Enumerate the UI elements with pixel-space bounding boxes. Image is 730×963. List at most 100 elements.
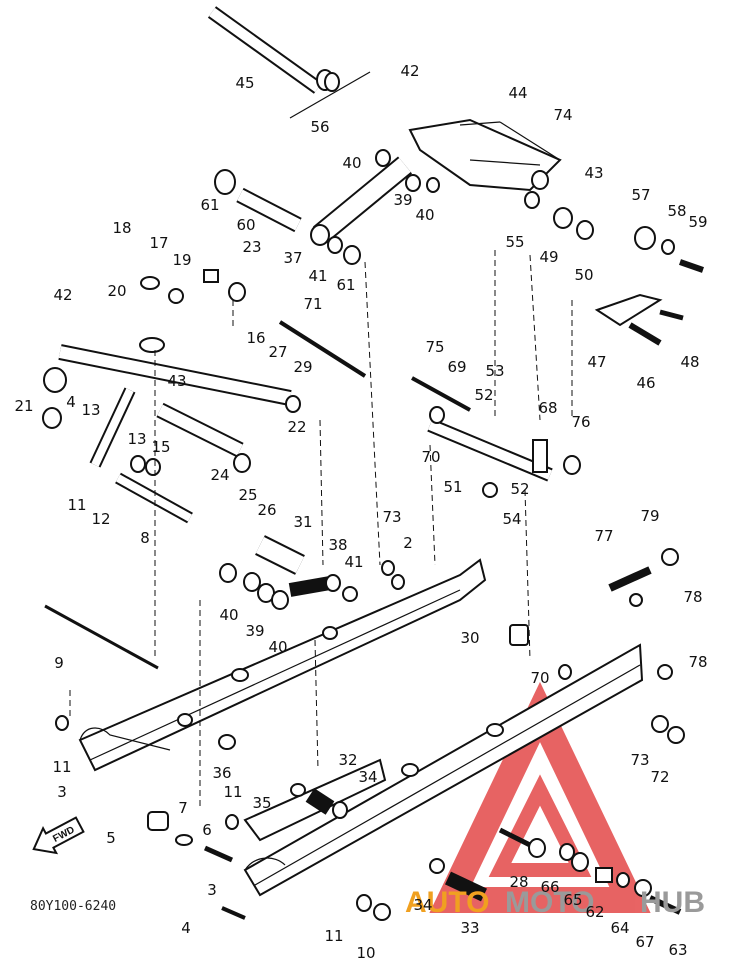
watermark-logo xyxy=(429,681,651,913)
frame-44 xyxy=(408,118,594,240)
callout-50: 50 xyxy=(574,266,593,284)
callout-24: 24 xyxy=(210,466,229,484)
callout-39: 39 xyxy=(245,622,264,640)
callout-40: 40 xyxy=(342,154,361,172)
callout-29: 29 xyxy=(293,358,312,376)
callout-54: 54 xyxy=(502,510,521,528)
callout-3: 3 xyxy=(57,783,67,801)
callout-22: 22 xyxy=(287,418,306,436)
callout-57: 57 xyxy=(631,186,650,204)
callout-40: 40 xyxy=(219,606,238,624)
callout-11: 11 xyxy=(67,496,86,514)
callout-35: 35 xyxy=(252,794,271,812)
callout-56: 56 xyxy=(310,118,329,136)
callout-51: 51 xyxy=(443,478,462,496)
callout-34: 34 xyxy=(413,896,432,914)
front-arm-assembly xyxy=(42,269,367,473)
callout-61: 61 xyxy=(336,276,355,294)
callout-58: 58 xyxy=(667,202,686,220)
callout-32: 32 xyxy=(338,751,357,769)
callout-37: 37 xyxy=(283,249,302,267)
callout-70: 70 xyxy=(530,669,549,687)
callout-6: 6 xyxy=(202,821,212,839)
callout-42: 42 xyxy=(400,62,419,80)
callout-19: 19 xyxy=(172,251,191,269)
callout-11: 11 xyxy=(223,783,242,801)
callout-73: 73 xyxy=(630,751,649,769)
callout-43: 43 xyxy=(167,372,186,390)
callout-76: 76 xyxy=(571,413,590,431)
callout-23: 23 xyxy=(242,238,261,256)
callout-3: 3 xyxy=(207,881,217,899)
callout-53: 53 xyxy=(485,362,504,380)
shaft-45 xyxy=(207,6,371,119)
callout-44: 44 xyxy=(508,84,527,102)
watermark-triangle-inner xyxy=(488,774,592,877)
callout-11: 11 xyxy=(324,927,343,945)
callout-41: 41 xyxy=(344,553,363,571)
callout-52: 52 xyxy=(510,480,529,498)
callout-36: 36 xyxy=(212,764,231,782)
callout-40: 40 xyxy=(268,638,287,656)
callout-46: 46 xyxy=(636,374,655,392)
watermark-text-c: HUB xyxy=(640,886,705,919)
callout-18: 18 xyxy=(112,219,131,237)
callout-30: 30 xyxy=(460,629,479,647)
callout-17: 17 xyxy=(149,234,168,252)
watermark-text: AUTO MOTO HUB xyxy=(405,886,705,919)
callout-59: 59 xyxy=(688,213,707,231)
callout-27: 27 xyxy=(268,343,287,361)
callout-74: 74 xyxy=(553,106,572,124)
callout-15: 15 xyxy=(151,438,170,456)
callout-64: 64 xyxy=(610,919,629,937)
callout-63: 63 xyxy=(668,941,687,959)
callout-45: 45 xyxy=(235,74,254,92)
callout-28: 28 xyxy=(509,873,528,891)
damper-37 xyxy=(310,149,440,265)
slide-rail-left xyxy=(55,558,487,772)
watermark-text-a: AUTO xyxy=(405,886,489,919)
callout-75: 75 xyxy=(425,338,444,356)
callout-13: 13 xyxy=(127,430,146,448)
shock-8 xyxy=(115,455,193,524)
callout-42: 42 xyxy=(53,286,72,304)
callout-78: 78 xyxy=(688,653,707,671)
callout-71: 71 xyxy=(303,295,322,313)
callout-77: 77 xyxy=(594,527,613,545)
small-parts-front xyxy=(147,811,487,921)
callout-10: 10 xyxy=(356,944,375,962)
callout-39: 39 xyxy=(393,191,412,209)
callout-7: 7 xyxy=(178,799,188,817)
watermark-triangle xyxy=(429,681,651,913)
callout-72: 72 xyxy=(650,768,669,786)
callout-33: 33 xyxy=(460,919,479,937)
callout-55: 55 xyxy=(505,233,524,251)
callout-73: 73 xyxy=(382,508,401,526)
callout-49: 49 xyxy=(539,248,558,266)
callout-25: 25 xyxy=(238,486,257,504)
callout-16: 16 xyxy=(246,329,265,347)
pipe-31 xyxy=(219,535,358,610)
watermark-text-b: MOTO xyxy=(505,886,594,919)
shock-absorber-60 xyxy=(214,169,302,233)
fwd-arrow: FWD xyxy=(32,816,85,855)
callout-9: 9 xyxy=(54,654,64,672)
callout-78: 78 xyxy=(683,588,702,606)
callout-13: 13 xyxy=(81,401,100,419)
callout-61: 61 xyxy=(200,196,219,214)
callout-12: 12 xyxy=(91,510,110,528)
callout-21: 21 xyxy=(14,397,33,415)
callout-4: 4 xyxy=(66,393,76,411)
guide-lines xyxy=(69,250,573,810)
callout-68: 68 xyxy=(538,399,557,417)
callout-5: 5 xyxy=(106,829,116,847)
callout-11: 11 xyxy=(52,758,71,776)
callout-41: 41 xyxy=(308,267,327,285)
callout-69: 69 xyxy=(447,358,466,376)
callout-79: 79 xyxy=(640,507,659,525)
callout-65: 65 xyxy=(563,891,582,909)
callout-48: 48 xyxy=(680,353,699,371)
callout-8: 8 xyxy=(140,529,150,547)
